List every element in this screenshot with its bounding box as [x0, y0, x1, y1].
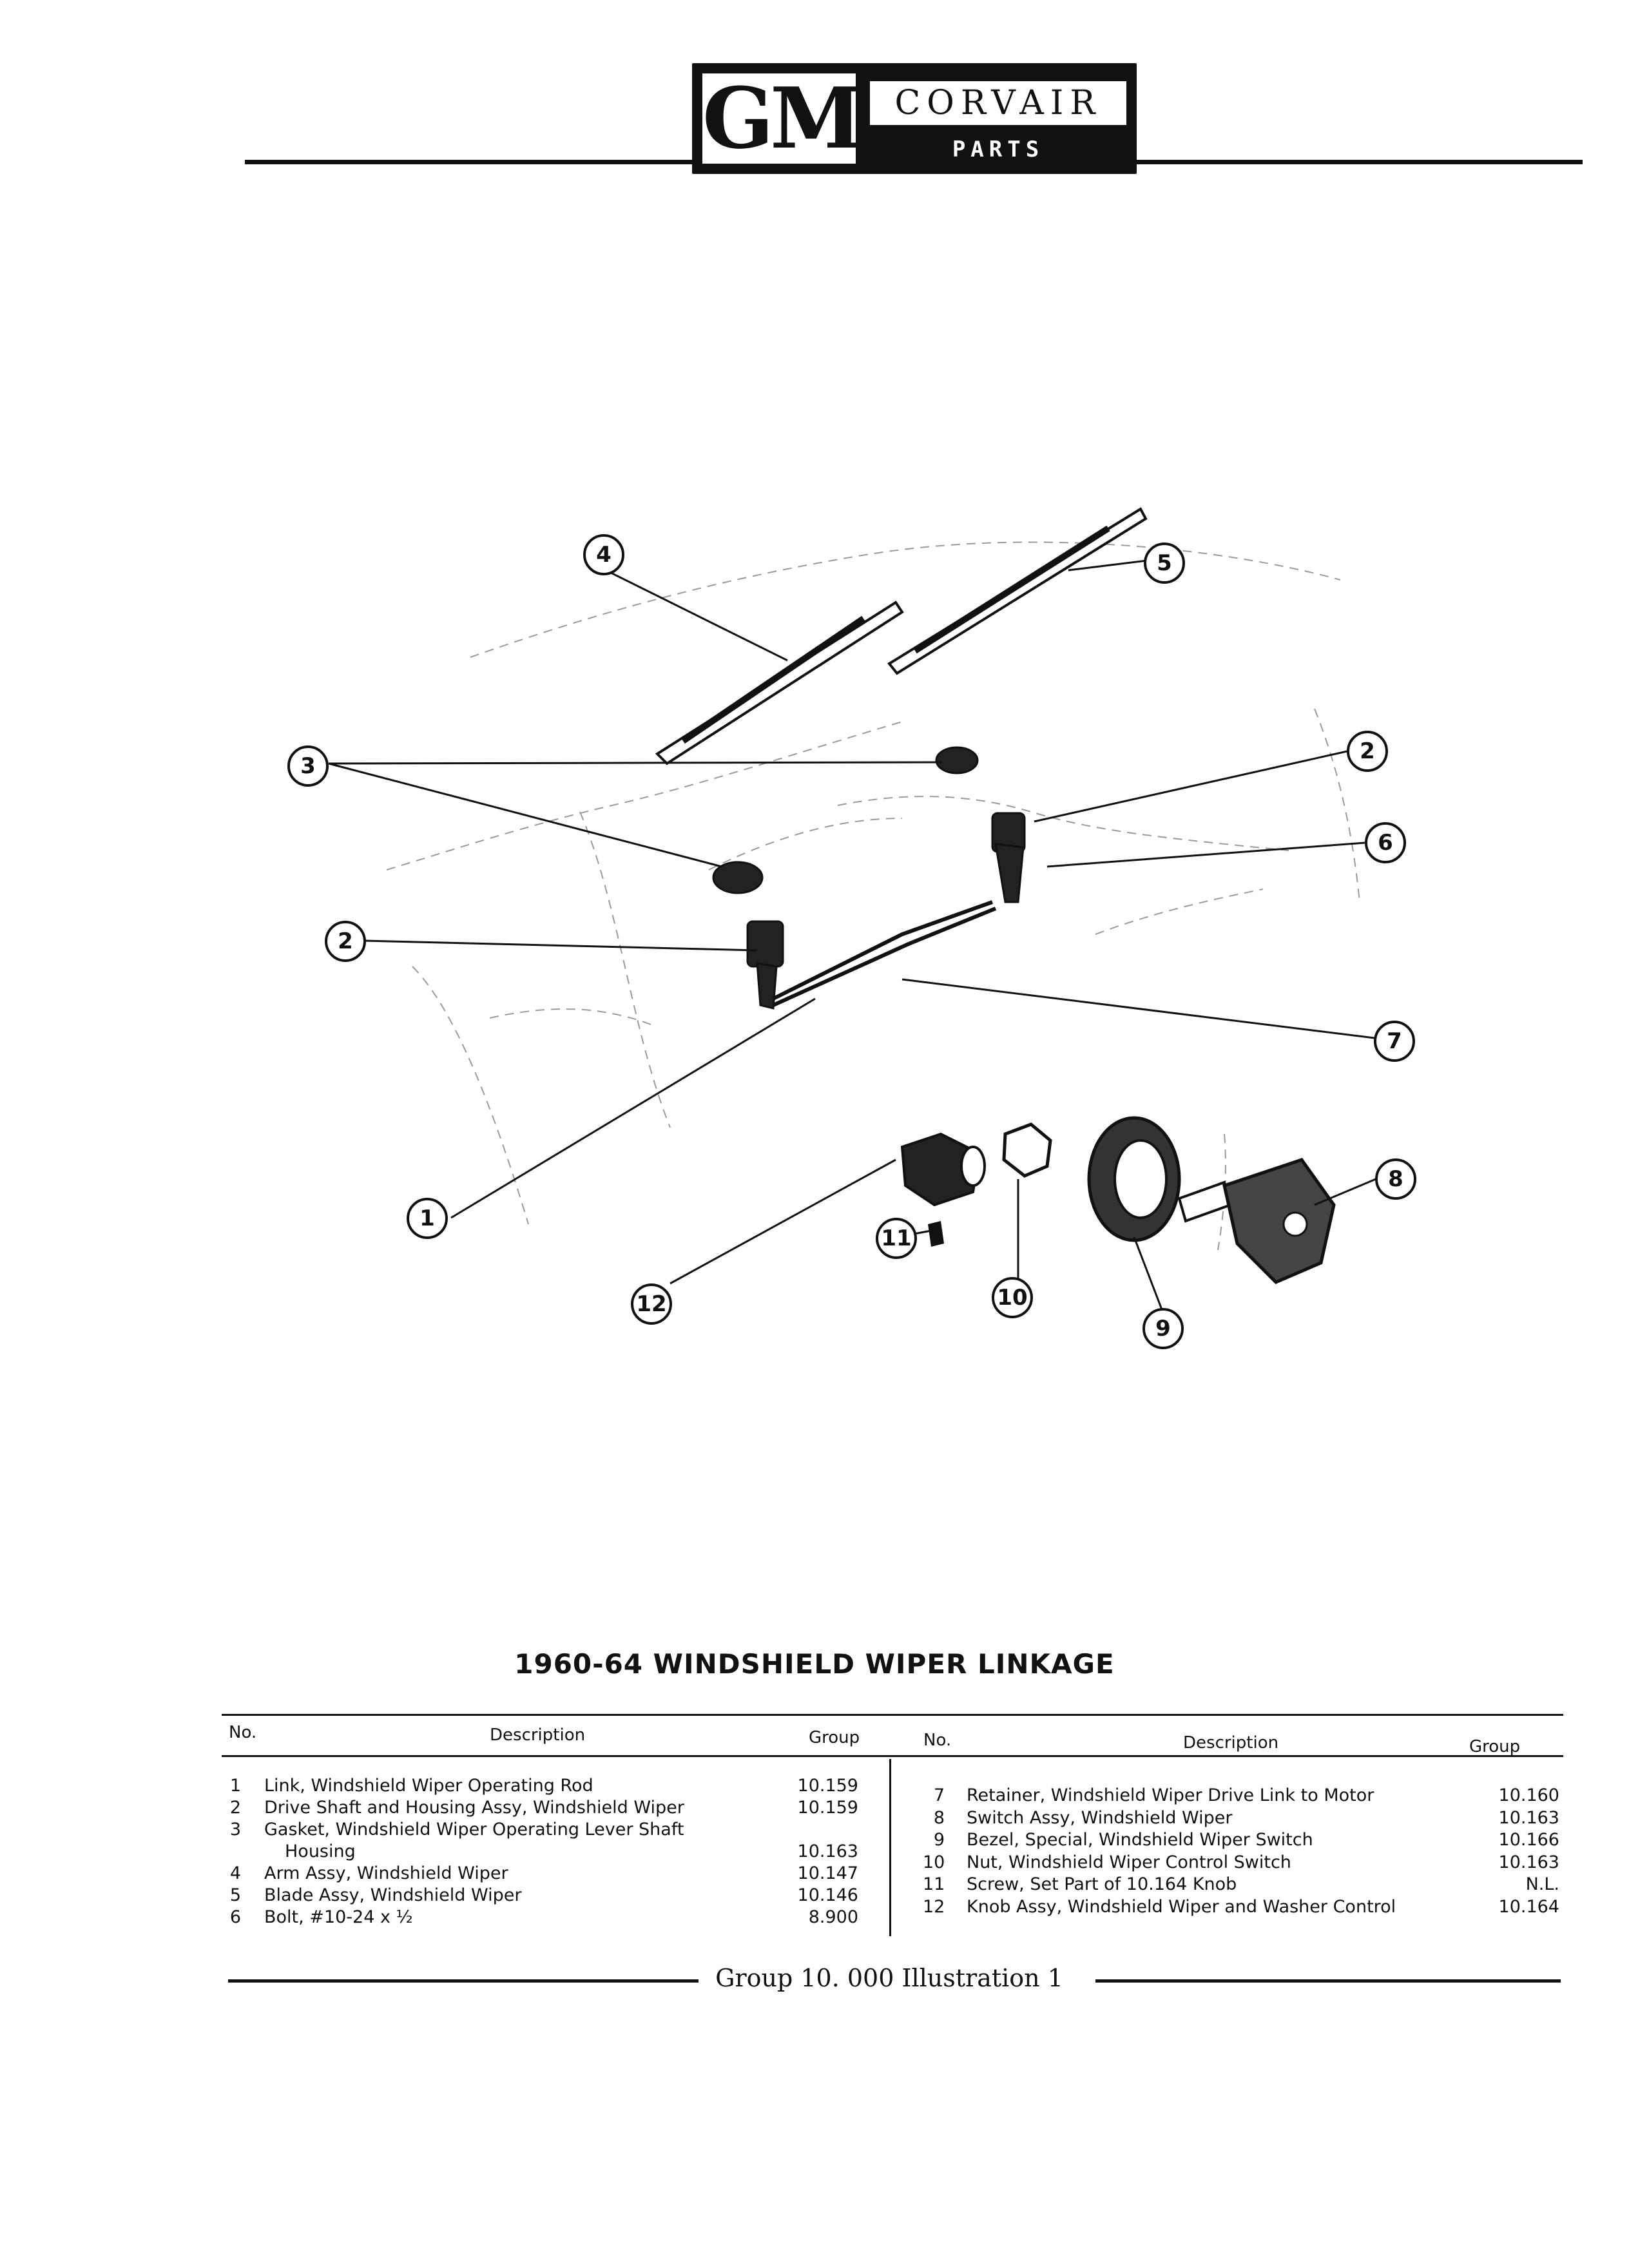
callout-10: 10	[997, 1285, 1027, 1311]
part-description: Arm Assy, Windshield Wiper	[264, 1863, 508, 1883]
part-description: Retainer, Windshield Wiper Drive Link to…	[967, 1785, 1374, 1805]
part-group: 10.159	[797, 1798, 858, 1818]
part-group: 10.163	[1498, 1807, 1559, 1828]
part-group: 10.166	[1498, 1830, 1559, 1850]
part-description: Nut, Windshield Wiper Control Switch	[967, 1852, 1291, 1872]
part-number: 7	[933, 1785, 945, 1805]
header-group-right: Group	[1469, 1737, 1521, 1756]
callout-1: 1	[419, 1206, 435, 1231]
part-group: 10.160	[1498, 1785, 1559, 1805]
callout-12: 12	[636, 1291, 666, 1317]
part-description: Bolt, #10-24 x ½	[264, 1907, 413, 1927]
part-number: 2	[229, 1798, 241, 1818]
part-description: Gasket, Windshield Wiper Operating Lever…	[264, 1820, 684, 1840]
table-column-separator	[889, 1759, 891, 1936]
part-group: 10.163	[1498, 1852, 1559, 1872]
part-group: 10.163	[797, 1841, 858, 1861]
part-number: 10	[923, 1852, 945, 1872]
part-group: 10.164	[1498, 1897, 1559, 1917]
part-group: N.L.	[1525, 1874, 1559, 1895]
callout-2-right: 2	[1360, 738, 1375, 764]
table-header-rule	[222, 1755, 1563, 1757]
part-number: 4	[229, 1863, 241, 1883]
part-description: Knob Assy, Windshield Wiper and Washer C…	[967, 1897, 1396, 1917]
part-group: 8.900	[808, 1907, 858, 1927]
footer-caption: Group 10. 000 Illustration 1	[715, 1964, 1063, 1992]
part-number: 9	[933, 1830, 945, 1850]
part-group: 10.159	[797, 1776, 858, 1796]
part-number: 6	[229, 1907, 241, 1927]
footer-rule-left	[228, 1979, 699, 1983]
part-description: Screw, Set Part of 10.164 Knob	[967, 1874, 1237, 1895]
callout-11: 11	[881, 1225, 911, 1251]
header-no-left: No.	[229, 1723, 257, 1742]
callout-9: 9	[1155, 1316, 1171, 1341]
part-description: Blade Assy, Windshield Wiper	[264, 1885, 522, 1905]
part-number: 1	[229, 1776, 241, 1796]
part-number: 8	[933, 1807, 945, 1828]
table-top-rule	[222, 1714, 1563, 1716]
callout-5: 5	[1157, 550, 1172, 576]
part-description: Bezel, Special, Windshield Wiper Switch	[967, 1830, 1313, 1850]
part-number: 3	[229, 1820, 241, 1840]
header-group-left: Group	[809, 1728, 860, 1747]
switch-parts	[900, 1116, 1336, 1284]
gm-logo-text: GM	[702, 73, 856, 164]
part-description: Drive Shaft and Housing Assy, Windshield…	[264, 1798, 684, 1818]
callout-7: 7	[1387, 1028, 1402, 1054]
part-group: 10.147	[797, 1863, 858, 1883]
callout-8: 8	[1388, 1166, 1403, 1192]
brand-name: CORVAIR	[870, 81, 1126, 125]
callout-labels: 4 5 3 2 6 2 7 8 9 10 11 12 1	[300, 542, 1403, 1341]
wiper-linkage-illustration: 4 5 3 2 6 2 7 8 9 10 11 12 1	[287, 507, 1416, 1349]
wiper-blades	[655, 507, 1148, 765]
leader-lines	[328, 559, 1396, 1312]
header-description-right: Description	[1183, 1733, 1279, 1753]
gm-corvair-logo: GM CORVAIR PARTS CATALOGUE	[692, 63, 1137, 198]
part-description: Link, Windshield Wiper Operating Rod	[264, 1776, 593, 1796]
callout-circles	[287, 534, 1416, 1349]
illustration-title: 1960-64 WINDSHIELD WIPER LINKAGE	[514, 1648, 1115, 1680]
part-group: 10.146	[797, 1885, 858, 1905]
callout-3: 3	[300, 753, 316, 779]
gm-logo-panel: GM	[702, 73, 856, 164]
operating-rod	[772, 900, 997, 1007]
part-number: 11	[923, 1874, 945, 1895]
header-no-right: No.	[923, 1731, 952, 1750]
callout-4: 4	[596, 542, 612, 568]
callout-2-left: 2	[338, 928, 353, 954]
drive-housings	[712, 746, 1026, 1010]
part-number: 12	[923, 1897, 945, 1917]
part-description: Housing	[285, 1841, 356, 1861]
footer-rule-right	[1095, 1979, 1561, 1983]
header-description-left: Description	[490, 1725, 586, 1745]
catalogue-subtitle: PARTS CATALOGUE	[915, 137, 1081, 198]
part-number: 5	[229, 1885, 241, 1905]
callout-6: 6	[1378, 830, 1393, 856]
part-description: Switch Assy, Windshield Wiper	[967, 1807, 1233, 1828]
body-outline-lines	[386, 541, 1360, 1251]
